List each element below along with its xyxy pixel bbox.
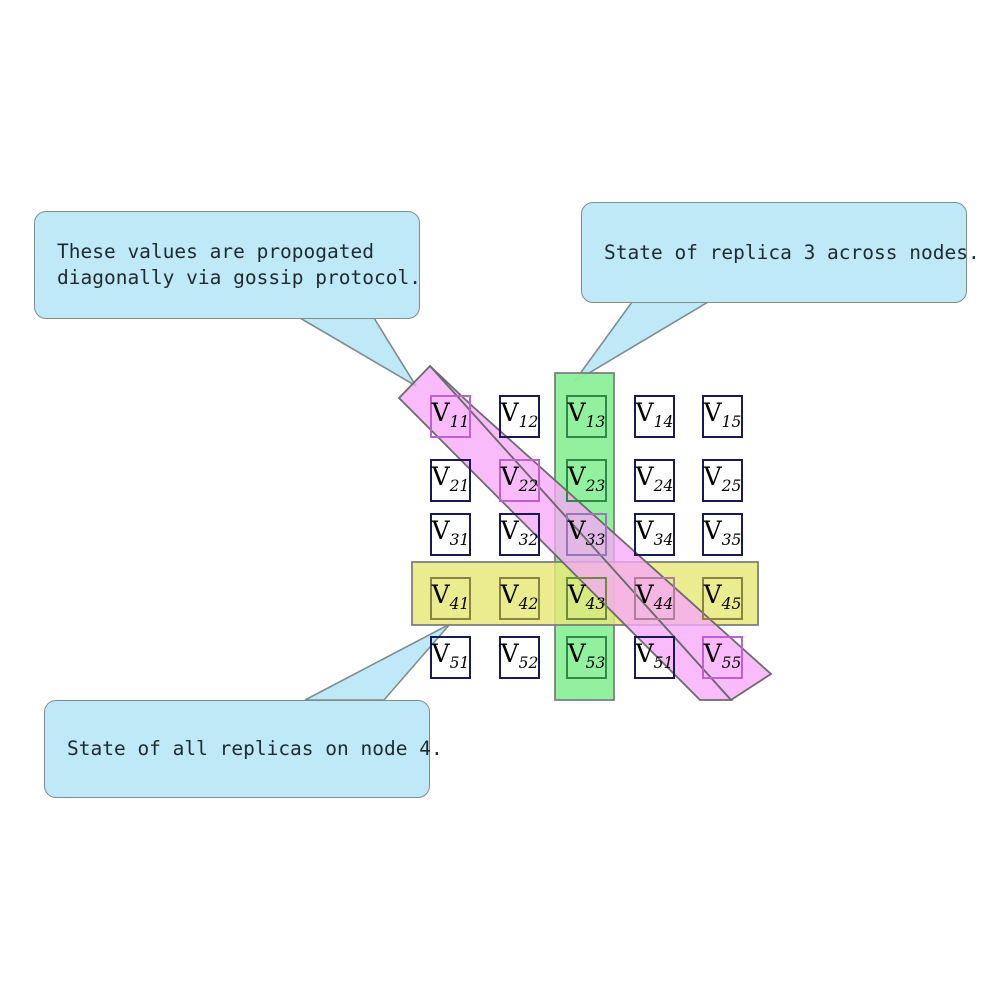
- grid-cell-label: V51: [431, 639, 470, 673]
- grid-cell-label: V12: [500, 398, 539, 432]
- grid-cell-v53[interactable]: V53: [566, 636, 607, 679]
- grid-cell-v15[interactable]: V15: [702, 395, 743, 438]
- grid-cell-v52[interactable]: V52: [499, 636, 540, 679]
- grid-cell-label: V11: [431, 398, 470, 432]
- callout-diagonal-gossip[interactable]: These values are propogated diagonally v…: [34, 211, 421, 319]
- grid-cell-label: V44: [635, 580, 674, 614]
- grid-cell-v14[interactable]: V14: [634, 395, 675, 438]
- grid-cell-label: V32: [500, 516, 539, 550]
- grid-cell-v51[interactable]: V51: [430, 636, 471, 679]
- grid-cell-label: V15: [703, 398, 742, 432]
- grid-cell-v42[interactable]: V42: [499, 577, 540, 620]
- grid-cell-label: V51: [635, 639, 674, 673]
- grid-cell-label: V25: [703, 462, 742, 496]
- callout-node-4[interactable]: State of all replicas on node 4.: [44, 700, 443, 798]
- grid-cell-v41[interactable]: V41: [430, 577, 471, 620]
- callout-diagonal-text: These values are propogated diagonally v…: [57, 240, 421, 289]
- gossip-diagonal-band-edge: [397, 364, 734, 701]
- grid-cell-label: V14: [635, 398, 674, 432]
- grid-cell-v34[interactable]: V34: [634, 513, 675, 556]
- grid-cell-v11[interactable]: V11: [430, 395, 471, 438]
- grid-cell-label: V22: [500, 462, 539, 496]
- grid-cell-v23[interactable]: V23: [566, 459, 607, 502]
- callout-replica-3-text: State of replica 3 across nodes.: [604, 240, 980, 264]
- grid-cell-label: V55: [703, 639, 742, 673]
- grid-cell-label: V43: [567, 580, 606, 614]
- grid-cell-label: V21: [431, 462, 470, 496]
- grid-cell-label: V23: [567, 462, 606, 496]
- grid-cell-v45[interactable]: V45: [702, 577, 743, 620]
- grid-cell-v31[interactable]: V31: [430, 513, 471, 556]
- grid-cell-label: V24: [635, 462, 674, 496]
- grid-cell-label: V13: [567, 398, 606, 432]
- grid-cell-label: V35: [703, 516, 742, 550]
- grid-cell-v25[interactable]: V25: [702, 459, 743, 502]
- grid-cell-label: V45: [703, 580, 742, 614]
- grid-cell-v33[interactable]: V33: [566, 513, 607, 556]
- callout-node-4-text: State of all replicas on node 4.: [67, 737, 443, 760]
- grid-cell-v24[interactable]: V24: [634, 459, 675, 502]
- grid-cell-v35[interactable]: V35: [702, 513, 743, 556]
- grid-cell-v21[interactable]: V21: [430, 459, 471, 502]
- grid-cell-v55[interactable]: V55: [702, 636, 743, 679]
- grid-cell-v43[interactable]: V43: [566, 577, 607, 620]
- callout-replica-3[interactable]: State of replica 3 across nodes.: [581, 202, 980, 303]
- grid-cell-label: V52: [500, 639, 539, 673]
- grid-cell-v12[interactable]: V12: [499, 395, 540, 438]
- grid-cell-v22[interactable]: V22: [499, 459, 540, 502]
- grid-cell-label: V31: [431, 516, 470, 550]
- grid-cell-v44[interactable]: V44: [634, 577, 675, 620]
- grid-cell-label: V53: [567, 639, 606, 673]
- grid-cell-label: V33: [567, 516, 606, 550]
- grid-cell-v54[interactable]: V51: [634, 636, 675, 679]
- grid-cell-v32[interactable]: V32: [499, 513, 540, 556]
- grid-cell-label: V34: [635, 516, 674, 550]
- grid-cell-v13[interactable]: V13: [566, 395, 607, 438]
- grid-cell-label: V41: [431, 580, 470, 614]
- grid-cell-label: V42: [500, 580, 539, 614]
